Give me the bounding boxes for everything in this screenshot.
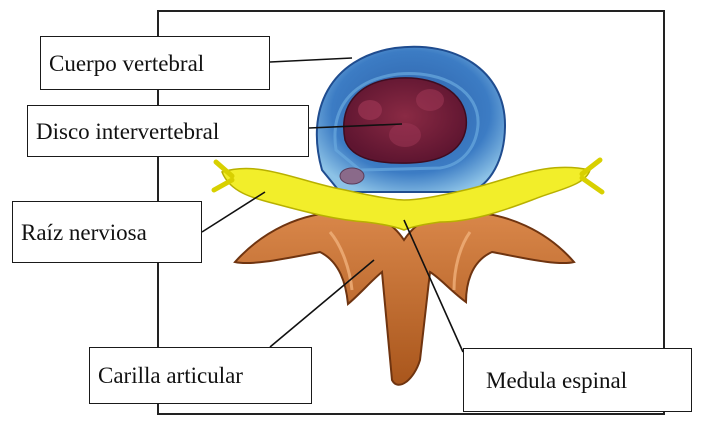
leader-line-cuerpo — [270, 58, 352, 62]
label-disco-intervertebral: Disco intervertebral — [27, 105, 309, 157]
label-medula-espinal: Medula espinal — [463, 348, 692, 412]
label-cuerpo-vertebral: Cuerpo vertebral — [40, 36, 270, 90]
label-raiz-nerviosa: Raíz nerviosa — [12, 201, 202, 263]
leader-line-raiz — [202, 192, 265, 232]
label-carilla-articular: Carilla articular — [89, 347, 312, 404]
leader-line-carilla — [270, 260, 374, 347]
